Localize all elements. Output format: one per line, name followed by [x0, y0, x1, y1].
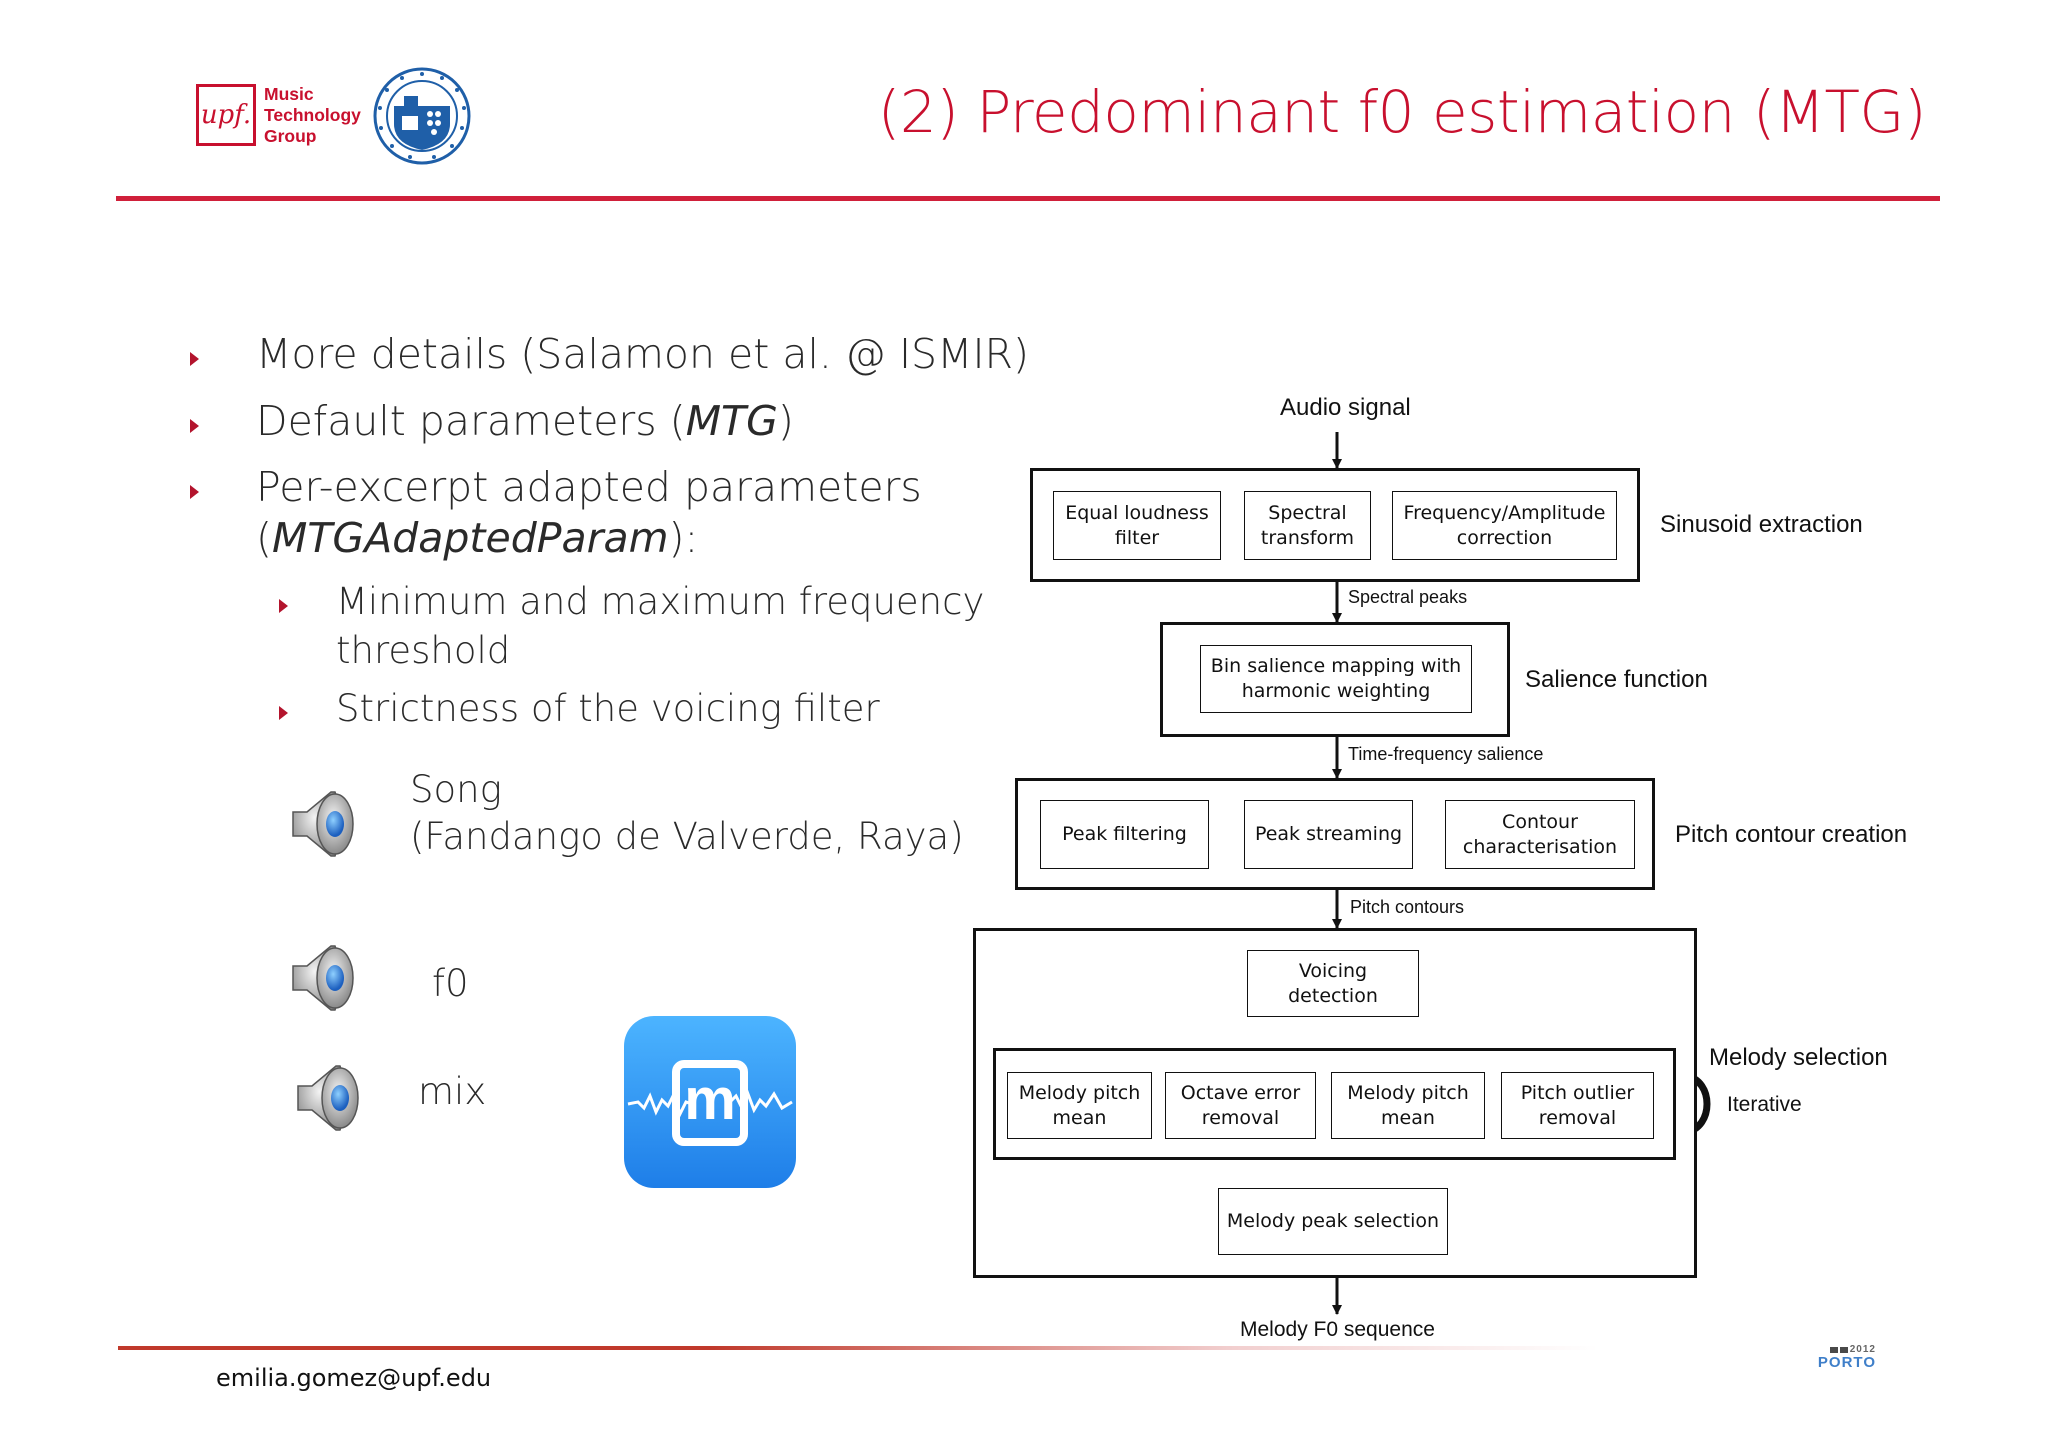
bullet-text: ): [777, 397, 794, 445]
flow-label: Time-frequency salience: [1348, 744, 1544, 764]
logo-line: Music: [264, 84, 314, 104]
event-logo: 2012 PORTO: [1816, 1344, 1876, 1371]
box-line: Peak streaming: [1254, 823, 1403, 845]
bullet-text: (: [256, 514, 272, 562]
bullet-marker-icon: [190, 419, 199, 433]
bullet-item: Default parameters (MTG): [256, 397, 794, 445]
box-line: Melody pitch: [1018, 1081, 1141, 1104]
melodia-app-icon[interactable]: m: [624, 1016, 796, 1188]
logo-line: Technology: [264, 105, 361, 125]
f0-label: f0: [432, 962, 469, 1005]
speaker-icon[interactable]: [285, 938, 365, 1018]
audio-signal-label: Audio signal: [1280, 394, 1411, 421]
sub-bullet-item-continued: threshold: [336, 629, 511, 672]
bullet-item: Per-excerpt adapted parameters: [256, 463, 922, 511]
song-title: (Fandango de Valverde, Raya): [410, 815, 964, 858]
box-line: correction: [1456, 526, 1553, 549]
sub-bullet-item: Strictness of the voicing filter: [336, 687, 880, 730]
box-line: Pitch outlier: [1520, 1081, 1635, 1104]
bullet-italic: MTG: [685, 397, 778, 445]
header-divider: [116, 196, 1940, 201]
box-line: Contour: [1502, 810, 1578, 833]
logo-block-icon: [1829, 1346, 1838, 1353]
sub-bullet-marker-icon: [279, 599, 288, 613]
box-line: Melody pitch: [1347, 1081, 1469, 1104]
box-line: detection: [1288, 984, 1378, 1007]
box-line: Peak filtering: [1062, 823, 1187, 845]
event-year: 2012: [1849, 1344, 1876, 1355]
peak-streaming-box: Peak streaming: [1244, 800, 1413, 869]
upf-logo-text: upf.: [200, 100, 252, 130]
box-line: removal: [1538, 1106, 1617, 1129]
flow-label: Spectral peaks: [1348, 587, 1468, 607]
melody-f0-sequence-label: Melody F0 sequence: [1240, 1318, 1435, 1341]
box-line: transform: [1260, 526, 1355, 549]
page-title: (2) Predominant f0 estimation (MTG): [877, 78, 1927, 146]
box-line: mean: [1052, 1106, 1107, 1129]
flow-label: Pitch contours: [1350, 897, 1465, 917]
university-seal-icon: [373, 67, 471, 165]
stage-name: Sinusoid extraction: [1660, 511, 1863, 538]
box-line: harmonic weighting: [1241, 680, 1431, 702]
box-line: Frequency/Amplitude: [1403, 501, 1606, 524]
box-line: filter: [1114, 526, 1160, 549]
box-line: Melody peak selection: [1226, 1210, 1440, 1232]
speaker-icon[interactable]: [290, 1058, 370, 1138]
bullet-item-continued: (MTGAdaptedParam):: [256, 514, 698, 562]
app-icon-letter: m: [684, 1067, 736, 1132]
box-line: Voicing: [1298, 959, 1368, 982]
stage-name: Salience function: [1525, 666, 1708, 693]
song-label: Song: [410, 768, 502, 811]
stage-name: Pitch contour creation: [1675, 821, 1908, 848]
box-line: Bin salience mapping with: [1210, 655, 1462, 677]
sub-bullet-marker-icon: [279, 706, 288, 720]
box-line: Spectral: [1268, 501, 1347, 524]
mtg-logo-text: Music Technology Group: [264, 84, 361, 147]
bullet-marker-icon: [190, 352, 199, 366]
box-line: removal: [1201, 1106, 1280, 1129]
box-line: Octave error: [1180, 1081, 1301, 1104]
iterative-label: Iterative: [1727, 1093, 1802, 1116]
box-line: characterisation: [1462, 835, 1618, 858]
peak-filtering-box: Peak filtering: [1040, 800, 1209, 869]
melody-peak-selection-box: Melody peak selection: [1218, 1188, 1448, 1255]
bullet-italic: MTGAdaptedParam: [272, 514, 669, 562]
mix-label: mix: [418, 1070, 487, 1113]
logo-line: Group: [264, 126, 317, 146]
footer-divider: [118, 1346, 1598, 1350]
stage-name: Melody selection: [1709, 1044, 1888, 1071]
speaker-icon[interactable]: [285, 784, 365, 864]
logo-block-icon: [1839, 1346, 1848, 1353]
bullet-text: ):: [668, 514, 699, 562]
bullet-marker-icon: [190, 485, 199, 499]
bin-salience-mapping-box: Bin salience mapping with harmonic weight…: [1200, 645, 1472, 713]
bullet-text: Default parameters (: [256, 397, 686, 445]
waveform-icon: [627, 1060, 793, 1146]
box-line: Equal loudness: [1065, 501, 1209, 524]
sub-bullet-item: Minimum and maximum frequency: [336, 580, 985, 623]
upf-logo: upf.: [196, 84, 256, 146]
bullet-item: More details (Salamon et al. @ ISMIR): [256, 330, 1030, 378]
footer-email: emilia.gomez@upf.edu: [216, 1364, 492, 1392]
event-city: PORTO: [1817, 1354, 1876, 1371]
box-line: mean: [1381, 1106, 1435, 1129]
